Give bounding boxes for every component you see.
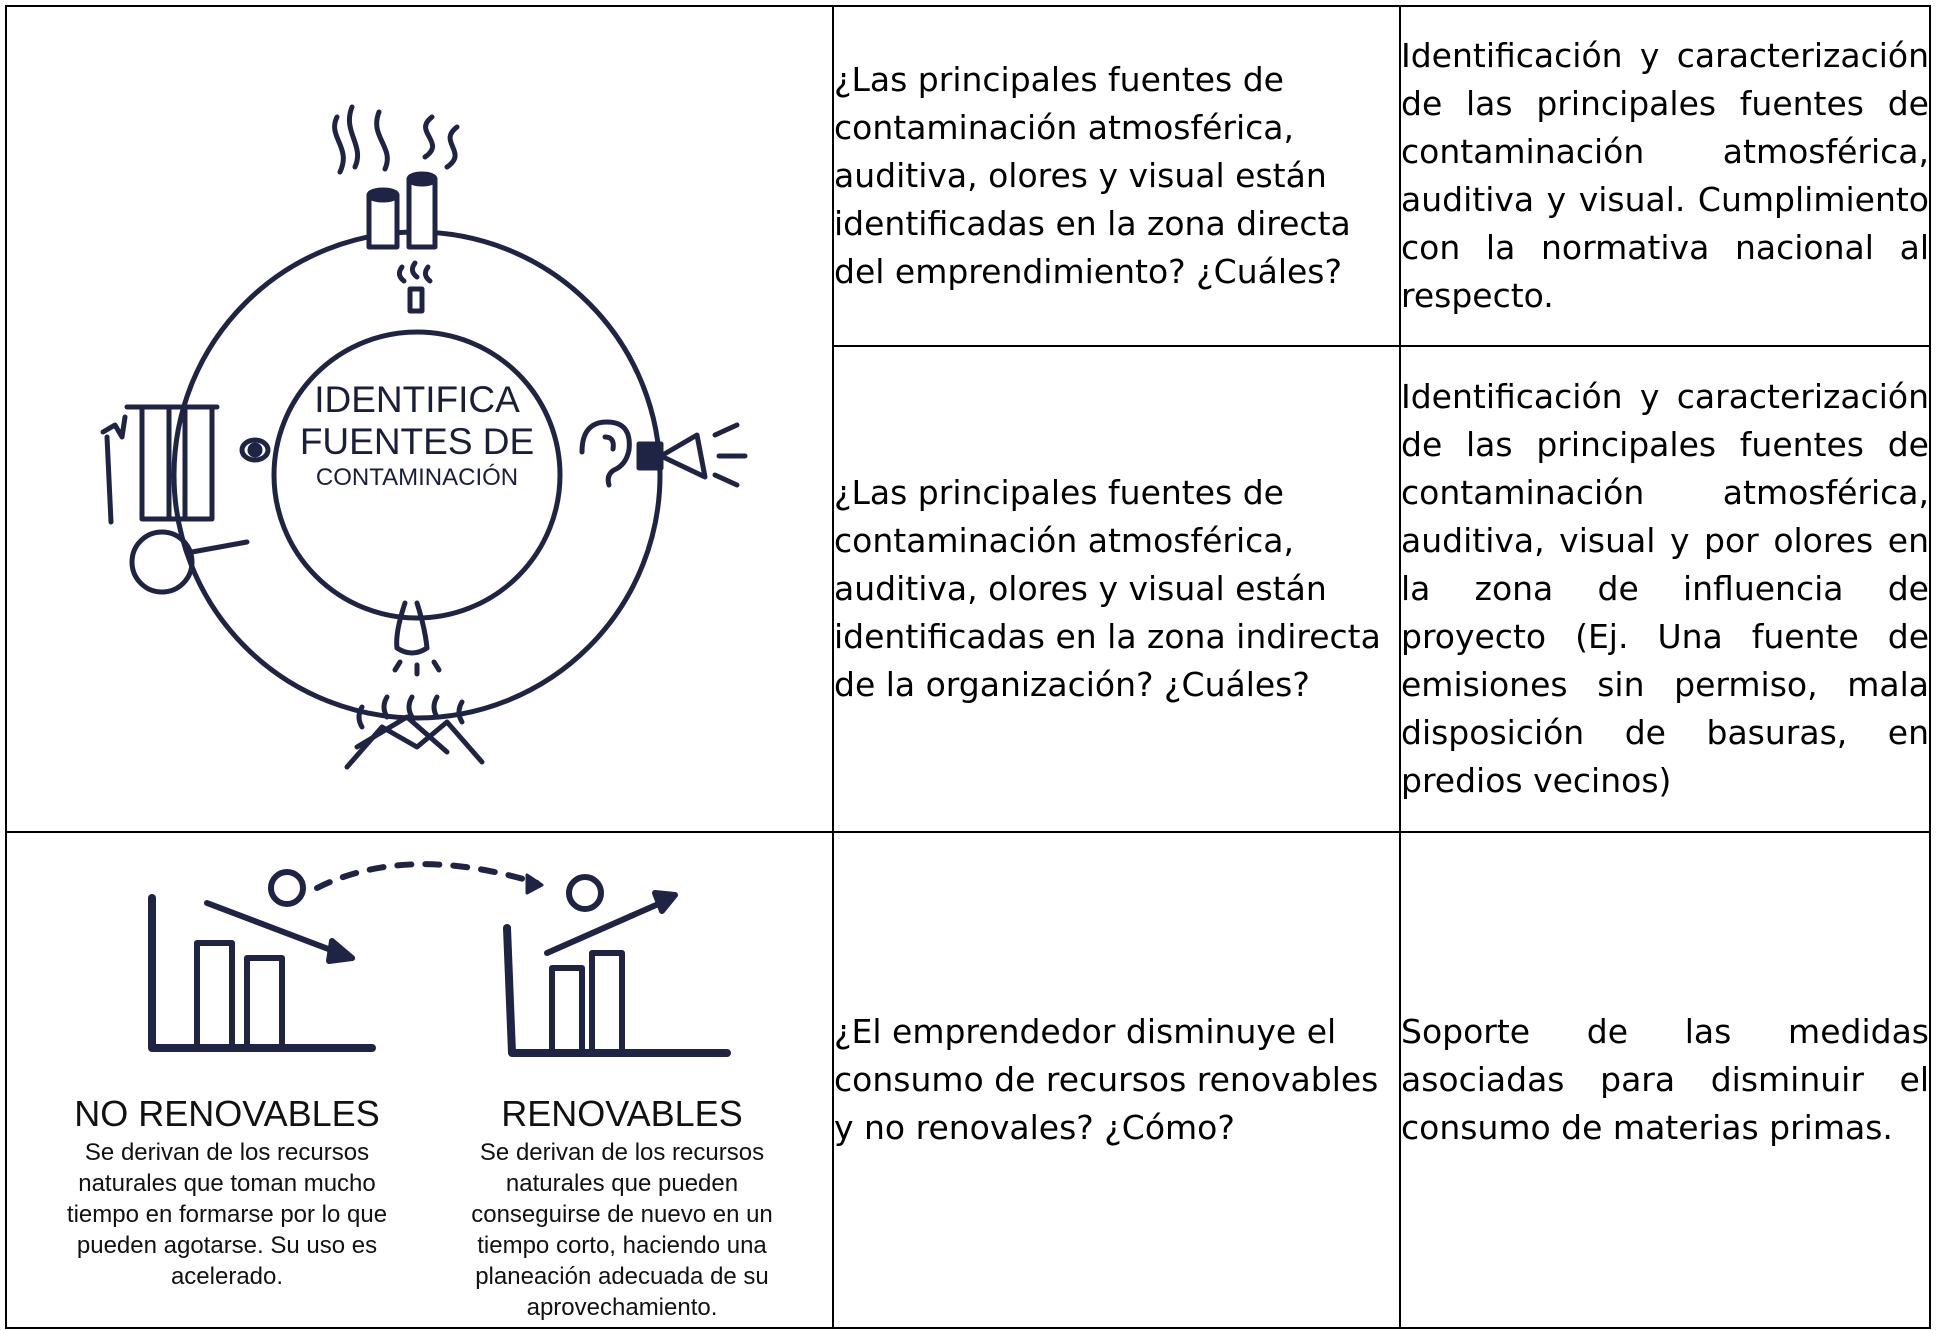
question-cell: ¿Las principales fuentes de contaminació… [832, 345, 1401, 833]
label-line-2: FUENTES DE [299, 421, 535, 462]
pollution-illustration-cell: IDENTIFICA FUENTES DE CONTAMINACIÓN [5, 5, 834, 833]
chimney-icon [332, 104, 460, 250]
resources-illustration-cell: NO RENOVABLES Se derivan de los recursos… [5, 831, 834, 1329]
ear-megaphone-icon [579, 419, 748, 488]
non-renewable-title: NO RENOVABLES [74, 1093, 380, 1134]
dashed-arrowhead [525, 873, 544, 895]
rising-chart-icon [503, 874, 731, 1057]
label-line-3: CONTAMINACIÓN [315, 464, 519, 491]
non-renewable-description: Se derivan de los recursos naturales que… [66, 1139, 388, 1290]
question-cell: ¿El emprendedor disminuye el consumo de … [832, 831, 1401, 1329]
nose-icon [392, 600, 442, 677]
pollution-center-label: IDENTIFICA FUENTES DE CONTAMINACIÓN [277, 379, 557, 493]
question-cell: ¿Las principales fuentes de contaminació… [832, 5, 1401, 347]
table-row: ¿Las principales fuentes de contaminació… [6, 345, 1931, 833]
answer-cell: Identificación y caracterización de las … [1399, 5, 1931, 347]
evaluation-table: IDENTIFICA FUENTES DE CONTAMINACIÓN ¿Las… [5, 5, 1931, 1329]
renewable-description: Se derivan de los recursos naturales que… [471, 1139, 773, 1321]
eye-icon [239, 437, 271, 463]
small-chimney-icon [396, 260, 433, 314]
billboard-icon [100, 404, 250, 595]
answer-cell: Identificación y caracterización de las … [1399, 345, 1931, 833]
label-line-1: IDENTIFICA [314, 379, 520, 420]
answer-cell: Soporte de las medidas asociadas para di… [1399, 831, 1931, 1329]
non-renewable-caption: NO RENOVABLES Se derivan de los recursos… [52, 1093, 402, 1292]
dashed-arrow [314, 861, 540, 891]
pollution-sources-illustration [100, 104, 748, 770]
table-row: IDENTIFICA FUENTES DE CONTAMINACIÓN ¿Las… [5, 5, 1931, 833]
renewable-caption: RENOVABLES Se derivan de los recursos na… [452, 1093, 792, 1323]
resources-illustration [148, 861, 731, 1057]
inner-ring [271, 329, 563, 621]
landfill-icon [344, 694, 485, 770]
declining-chart-icon [148, 869, 376, 1052]
table-row: NO RENOVABLES Se derivan de los recursos… [5, 831, 1931, 1329]
renewable-title: RENOVABLES [501, 1093, 743, 1134]
